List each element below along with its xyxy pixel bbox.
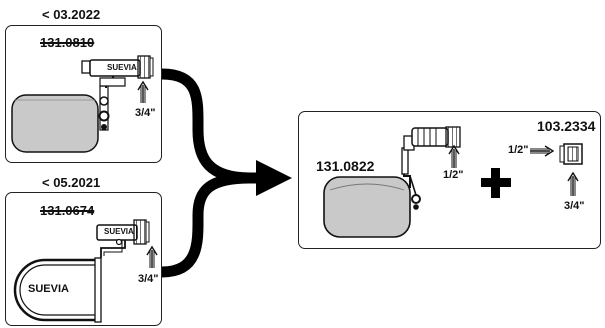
float-valve-131-0674-drawing	[13, 219, 158, 323]
date-label-before-05-2021: < 05.2021	[42, 175, 101, 190]
replacement-arrow	[161, 68, 262, 278]
old-part-code-1: 131.0810	[40, 35, 95, 50]
adapter-103-2334-drawing	[530, 143, 583, 196]
float-valve-131-0810-drawing	[11, 55, 154, 153]
plus-symbol: +	[0, 0, 1, 1]
thread-size-label-new-valve: 1/2"	[443, 169, 464, 181]
new-float-valve-code: 131.0822	[316, 158, 375, 174]
plus-symbol-shape	[481, 168, 511, 198]
float-valve-131-0822-drawing	[323, 126, 461, 238]
old-part-code-2: 131.0674	[40, 203, 95, 218]
replacement-arrow-head	[256, 160, 292, 196]
thread-size-label-old-1: 3/4"	[135, 107, 156, 119]
brand-label-suevia-large: SUEVIA	[28, 283, 69, 295]
thread-size-label-adapter-out: 3/4"	[564, 200, 585, 212]
thread-size-label-old-2: 3/4"	[138, 273, 159, 285]
thread-size-label-adapter-in: 1/2"	[508, 144, 529, 156]
brand-label-suevia-small: SUEVIA	[104, 227, 134, 236]
brand-label-suevia-1: SUEVIA	[107, 63, 137, 72]
date-label-before-03-2022: < 03.2022	[42, 7, 101, 22]
adapter-code: 103.2334	[537, 118, 596, 134]
